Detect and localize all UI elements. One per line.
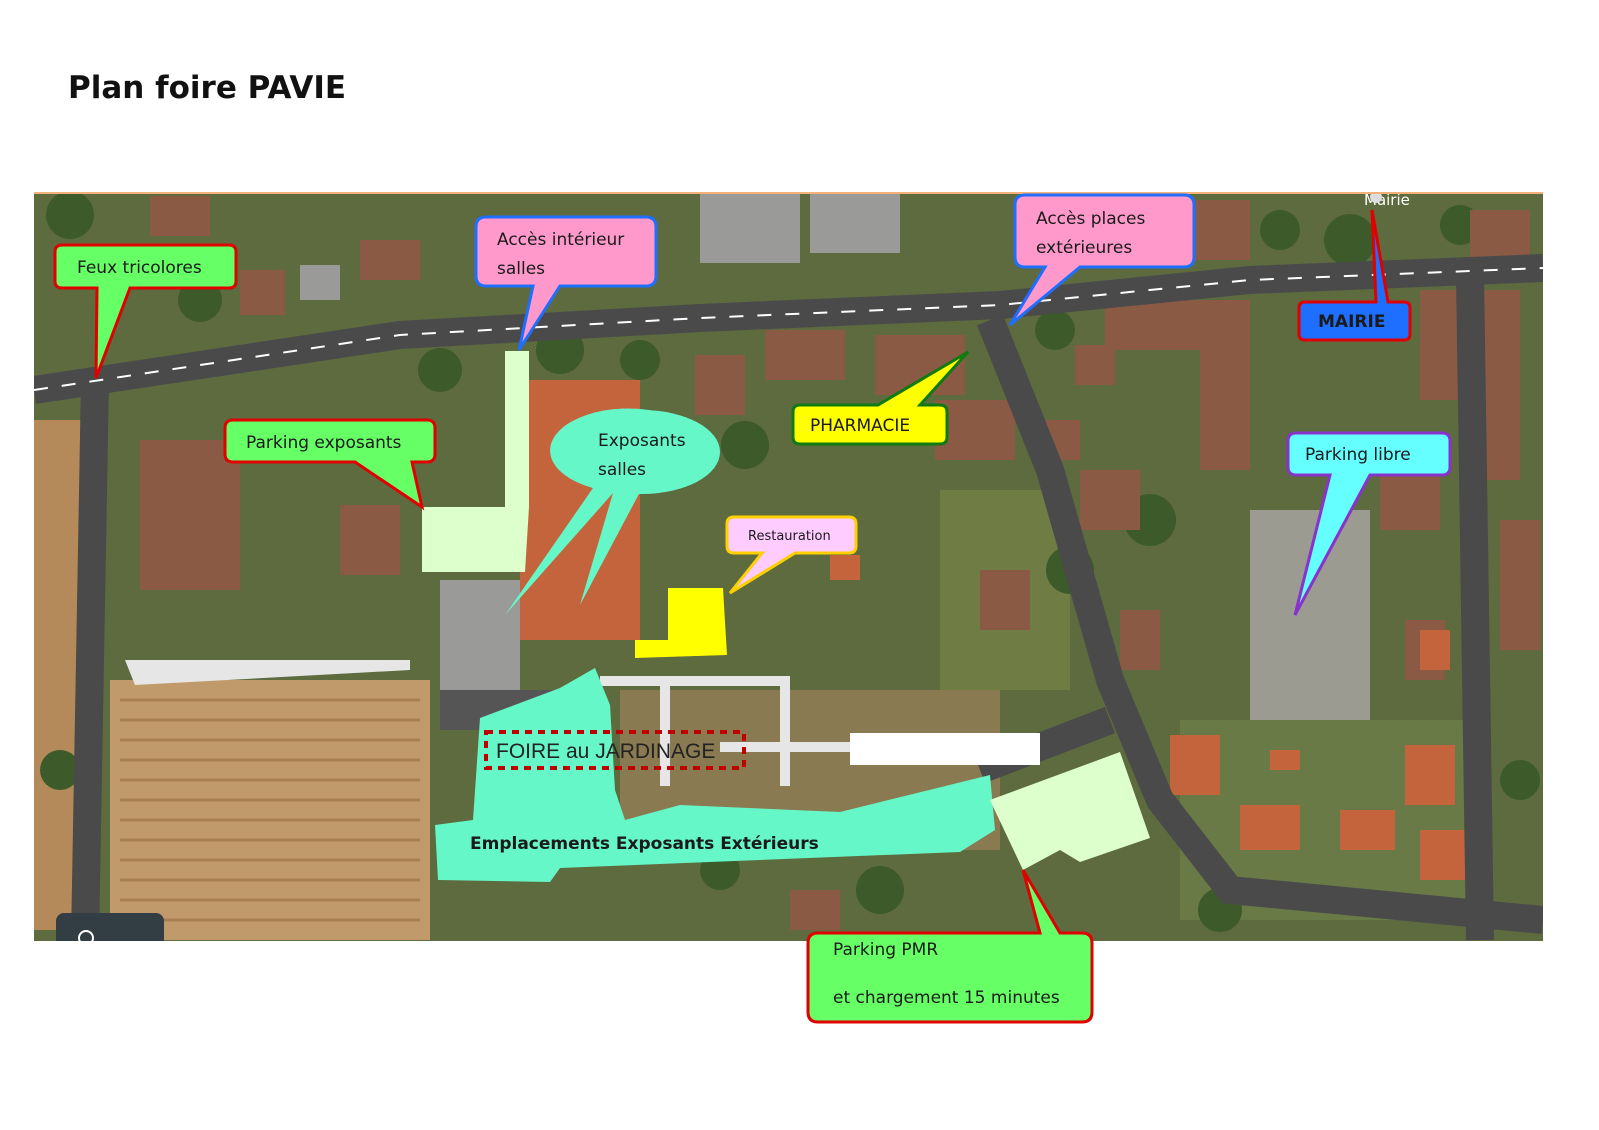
parking-pmr-label-line1: Parking PMR — [833, 940, 938, 960]
callout-restauration: Restauration — [725, 515, 858, 595]
page-title: Plan foire PAVIE — [68, 70, 347, 106]
callout-acces-interieur: Accès intérieur salles — [474, 215, 658, 351]
acces-interieur-label-line1: Accès intérieur — [497, 230, 624, 250]
aerial-photo: Mairie — [34, 193, 1543, 941]
parking-exposants-zone — [422, 351, 529, 572]
parking-libre-label: Parking libre — [1305, 445, 1411, 465]
acces-interieur-label-line2: salles — [497, 259, 545, 279]
exposants-salles-label-line1: Exposants — [598, 431, 686, 451]
callout-parking-pmr: Parking PMR et chargement 15 minutes — [806, 869, 1094, 1024]
emplacements-label: Emplacements Exposants Extérieurs — [470, 834, 819, 854]
restauration-label: Restauration — [748, 529, 831, 544]
foire-jardinage-box — [484, 730, 746, 770]
foire-jardinage-label: FOIRE au JARDINAGE — [496, 740, 715, 763]
callout-exposants-salles: Exposants salles — [505, 408, 720, 615]
parking-pmr-label-line2: et chargement 15 minutes — [833, 988, 1060, 1008]
feux-tricolores-label: Feux tricolores — [77, 258, 202, 278]
parking-exposants-label: Parking exposants — [246, 433, 402, 453]
callout-parking-exposants: Parking exposants — [223, 418, 437, 511]
mairie-label: MAIRIE — [1318, 312, 1385, 332]
callout-parking-libre: Parking libre — [1286, 431, 1452, 616]
acces-places-label-line1: Accès places — [1036, 209, 1145, 229]
restauration-zone — [635, 588, 727, 658]
exposants-salles-label-line2: salles — [598, 460, 646, 480]
callout-acces-places: Accès places extérieures — [1008, 193, 1196, 327]
parking-pmr-zone — [990, 752, 1150, 870]
emplacements-exposants-exterieurs-zone — [435, 668, 995, 882]
pharmacie-label: PHARMACIE — [810, 416, 910, 436]
acces-places-label-line2: extérieures — [1036, 238, 1132, 258]
callout-pharmacie: PHARMACIE — [791, 350, 970, 446]
callout-feux-tricolores: Feux tricolores — [53, 243, 238, 379]
callout-mairie: MAIRIE — [1297, 209, 1412, 342]
